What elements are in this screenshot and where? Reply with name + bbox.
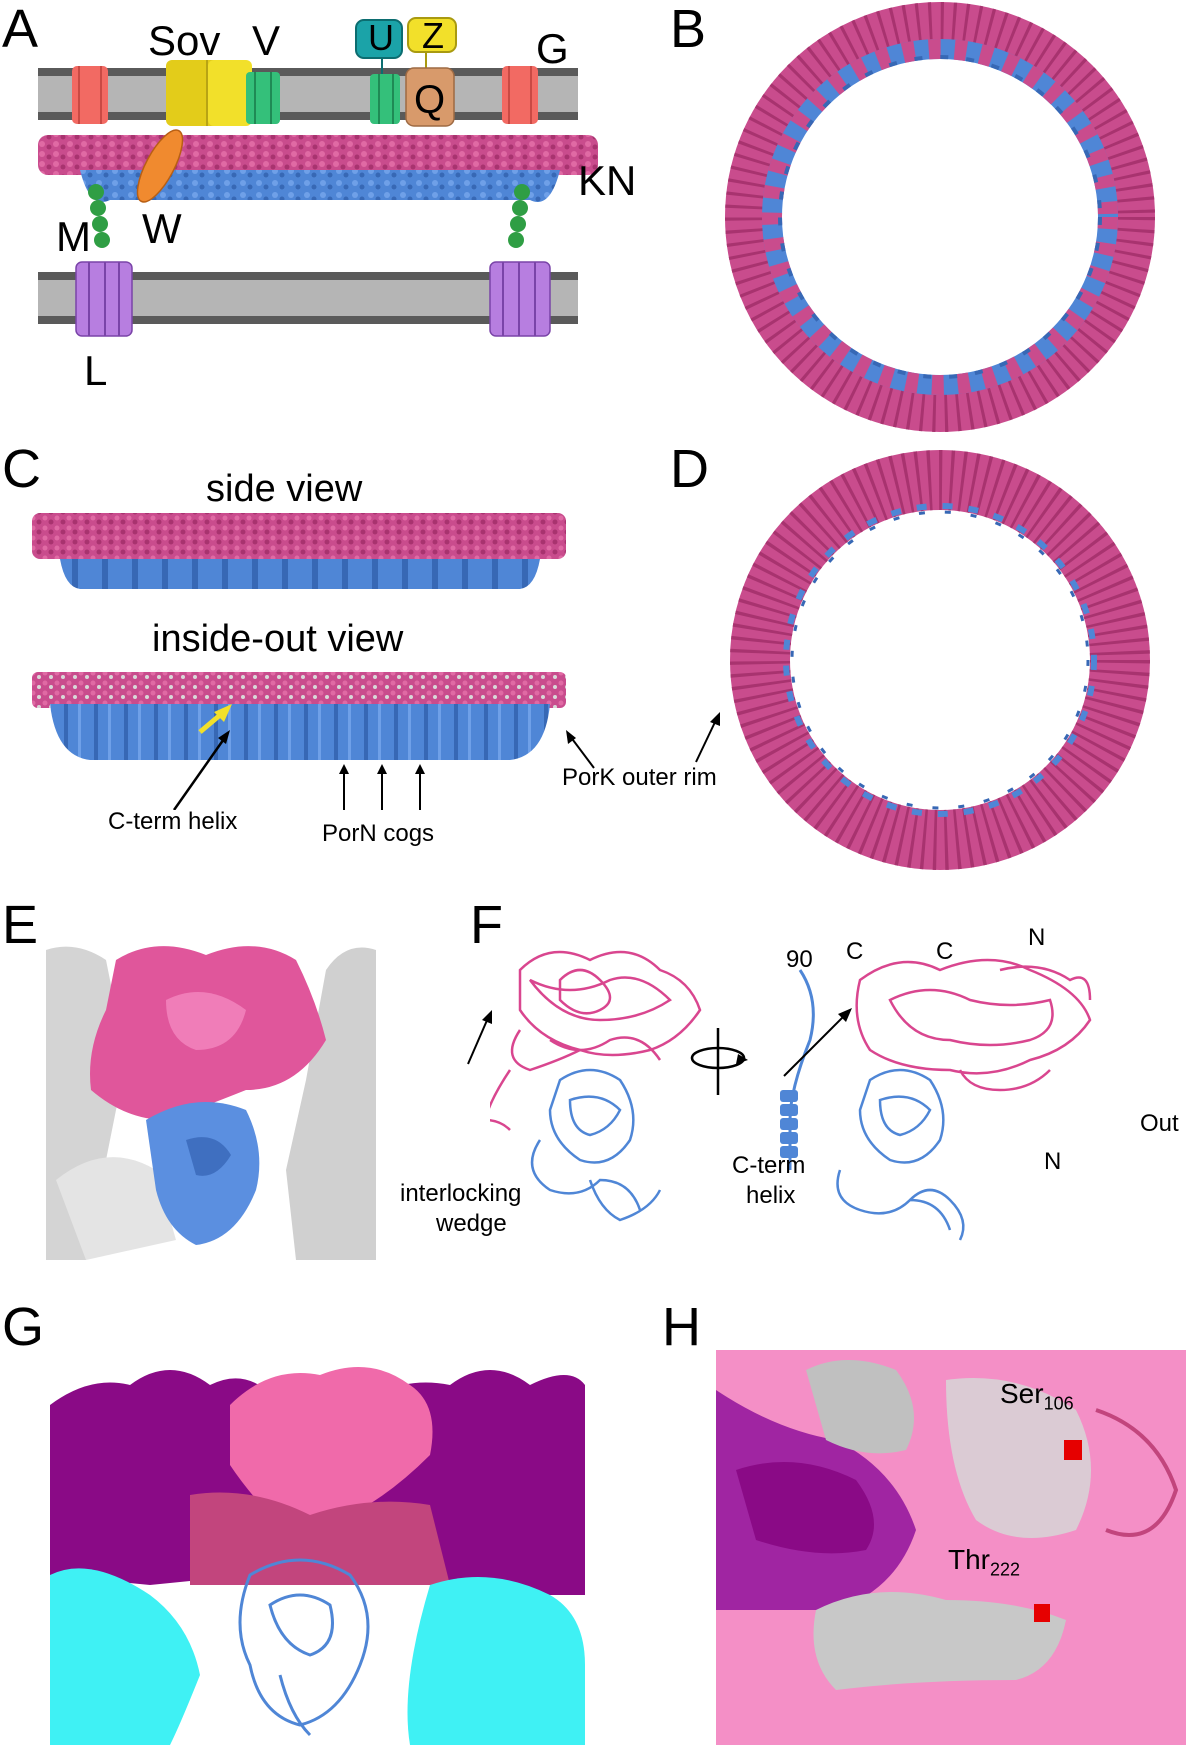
panel-label-b: B [670, 0, 707, 59]
annotation-porn-cogs: PorN cogs [322, 820, 435, 847]
label-c-term: C-term [732, 1152, 806, 1179]
rotation-angle: 90 [786, 946, 813, 973]
label-g: G [536, 25, 569, 72]
label-n-top: N [1028, 924, 1046, 951]
porg-left [72, 66, 108, 124]
porv-right [370, 74, 400, 124]
inside-out-view-title: inside-out view [152, 618, 404, 660]
residue-thr: Thr222 [948, 1544, 1021, 1580]
panel-label-h: H [662, 1297, 701, 1357]
label-sov: Sov [148, 17, 221, 64]
panel-label-f: F [470, 895, 503, 955]
outer-membrane [38, 68, 578, 76]
porw-protein [136, 129, 184, 203]
porg-right [502, 66, 538, 124]
panel-label-d: D [670, 439, 709, 499]
label-z: Z [422, 15, 444, 56]
inner-membrane [38, 272, 578, 280]
label-n-bottom: N [1044, 1148, 1062, 1175]
panel-label-c: C [2, 439, 41, 499]
label-helix: helix [746, 1182, 796, 1209]
label-w: W [142, 205, 182, 252]
annotation-c-term-helix: C-term helix [108, 808, 238, 835]
porl-right [489, 261, 551, 337]
poru-protein [355, 19, 403, 59]
porq-protein [405, 67, 455, 127]
side-view-image [32, 513, 566, 589]
label-v: V [252, 17, 281, 64]
label-wedge: wedge [436, 1210, 507, 1237]
porm-right [508, 184, 530, 248]
side-view-title: side view [206, 468, 363, 510]
residue-ser: Ser106 [1000, 1378, 1074, 1414]
wedge-arrow [467, 1010, 492, 1065]
label-out: Out [1140, 1110, 1179, 1137]
label-m: M [56, 213, 91, 260]
porm-left [88, 184, 110, 248]
rim-arrow-left [566, 730, 595, 769]
label-interlocking: interlocking [400, 1180, 522, 1207]
label-u: U [368, 17, 394, 58]
porl-left [75, 261, 133, 337]
rim-arrow-right [695, 712, 720, 763]
label-kn: KN [578, 157, 637, 204]
panel-b-ring-top-view [725, 2, 1155, 432]
label-q: Q [414, 78, 446, 122]
panel-label-a: A [2, 0, 39, 59]
label-l: L [84, 347, 108, 394]
label-c-right: C [936, 938, 954, 965]
porz-protein [407, 17, 457, 53]
panel-e-density-map [46, 940, 376, 1260]
panel-f-ribbon-structures [490, 950, 1092, 1241]
porv-protein [246, 72, 280, 124]
label-c-left: C [846, 938, 864, 965]
porn-ring [80, 170, 560, 202]
panel-a-schematic [38, 17, 598, 337]
panel-h-closeup [716, 1350, 1186, 1745]
annotation-pork-outer-rim: PorK outer rim [562, 764, 717, 791]
panel-g-density-map [50, 1345, 585, 1745]
cterm-arrow [783, 1008, 852, 1077]
pork-ring [38, 135, 598, 175]
panel-label-g: G [2, 1297, 45, 1357]
panel-d-ring-bottom-view [730, 450, 1150, 870]
inside-out-view-image [32, 672, 566, 810]
sov-protein [166, 60, 252, 126]
panel-label-e: E [2, 895, 39, 955]
